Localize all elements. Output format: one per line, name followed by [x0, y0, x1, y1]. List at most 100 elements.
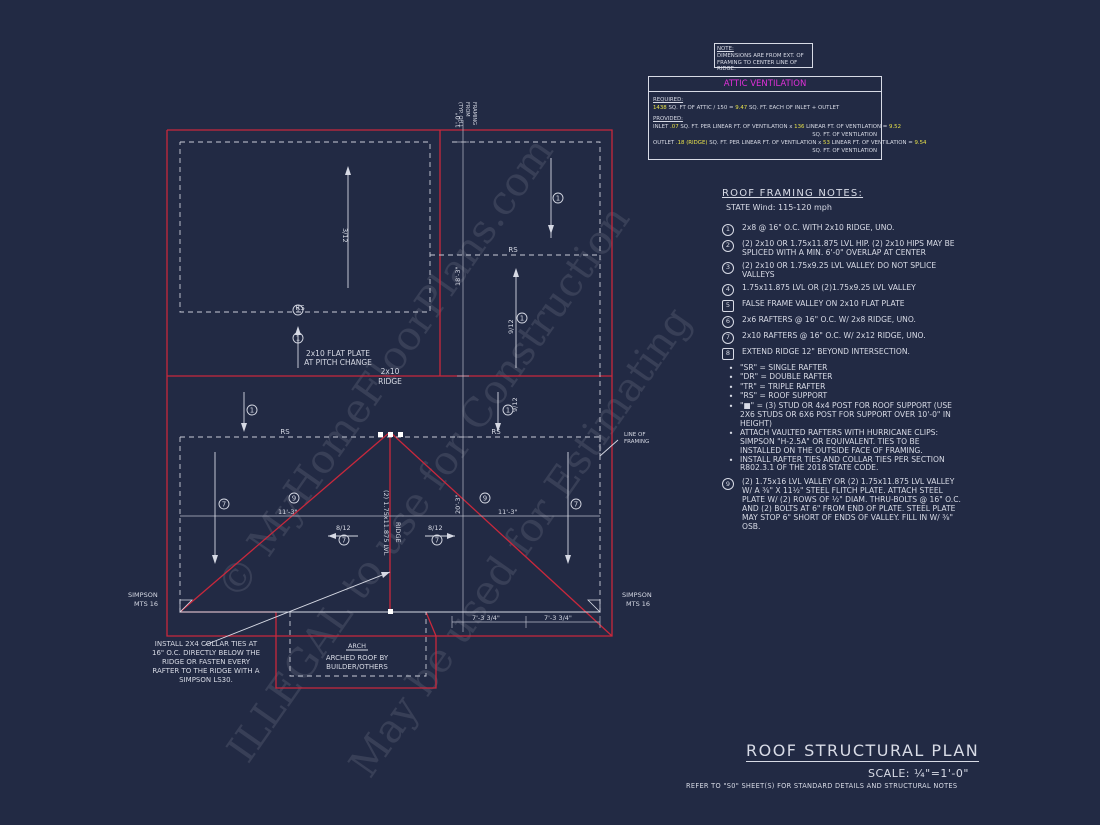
note-bullet: •"TR" = TRIPLE RAFTER [722, 381, 962, 392]
lvl-ridge-word: RIDGE [394, 522, 402, 543]
bullet-text: "SR" = SINGLE RAFTER [740, 363, 828, 373]
rs-label: RS [508, 246, 518, 254]
tag-7: 7 [435, 537, 439, 545]
note-number: 4 [722, 284, 734, 297]
note-number: 3 [722, 262, 734, 275]
note-text: FALSE FRAME VALLEY ON 2x10 FLAT PLATE [742, 299, 905, 309]
dim-20-3: 20'-3" [454, 494, 462, 514]
roof-framing-notes: ROOF FRAMING NOTES: STATE Wind: 115-120 … [722, 188, 962, 536]
required-label: REQUIRED: [653, 97, 684, 103]
provided-row: PROVIDED: [649, 115, 881, 123]
note-text: EXTEND RIDGE 12" BEYOND INTERSECTION. [742, 347, 910, 357]
roof-support-posts [378, 432, 403, 614]
bullet-text: "DR" = DOUBLE RAFTER [740, 372, 833, 382]
pitch-8-12-right: 8/12 [428, 524, 443, 532]
plan-labels: 2x10 FLAT PLATE AT PITCH CHANGE 2x10 RID… [128, 102, 652, 684]
drawing-scale: SCALE: ¼"=1'-0" [868, 767, 969, 780]
pitch-change-label: AT PITCH CHANGE [304, 358, 372, 367]
note-text: 1.75x11.875 LVL OR (2)1.75x9.25 LVL VALL… [742, 283, 916, 293]
notes-list: 1 2x8 @ 16" O.C. WITH 2x10 RIDGE, UNO. 2(2… [722, 223, 962, 361]
line-of-framing-leader [599, 439, 619, 457]
arch-label: ARCH [348, 642, 366, 650]
rs-label: RS [491, 428, 501, 436]
notes-bullets: • "SR" = SINGLE RAFTER • "DR" = DOUBLE RAFT… [722, 363, 962, 473]
outlet-unit: SQ. FT. OF VENTILATION [812, 148, 877, 154]
dim-1-0: 1'-0" [454, 113, 462, 128]
note-heading: NOTE: [717, 46, 734, 52]
bullet-text: "TR" = TRIPLE RAFTER [740, 381, 826, 391]
collar-line: SIMPSON LS30. [179, 676, 233, 684]
roof-outline [166, 129, 613, 689]
bullet-text: "RS" = ROOF SUPPORT [740, 391, 828, 401]
note-item: 2(2) 2x10 OR 1.75x11.875 LVL HIP. (2) 2x… [722, 239, 962, 258]
note-bullet: • "DR" = DOUBLE RAFTER [722, 372, 962, 383]
dim-7-3-left: 7'-3 3/4" [472, 614, 500, 622]
rs-label: RS [280, 428, 290, 436]
bullet-dot: • [728, 401, 734, 411]
attic-ventilation-table: ATTIC VENTILATION REQUIRED: 1438 SQ. FT … [648, 76, 926, 160]
line-of-framing-label: LINE OF [624, 432, 646, 438]
arched-roof-label: ARCHED ROOF BY [326, 654, 389, 662]
collar-tie-note: INSTALL 2X4 COLLAR TIES AT 16" O.C. DIRE… [152, 640, 260, 684]
tag-9: 9 [483, 495, 487, 503]
note-bullet: •ATTACH VAULTED RAFTERS WITH HURRICANE C… [722, 427, 962, 456]
flat-plate-label: 2x10 FLAT PLATE [306, 349, 370, 358]
line-of-framing-label-2: FRAMING [624, 439, 649, 445]
note-number: 6 [722, 316, 734, 329]
collar-line: RAFTER TO THE RIDGE WITH A [152, 667, 259, 675]
note-text: DIMENSIONS ARE FROM EXT. OF FRAMING TO C… [717, 52, 804, 73]
bullet-dot: • [728, 373, 734, 383]
outlet-linear: 53 [823, 140, 830, 146]
note-bullet: • "SR" = SINGLE RAFTER [722, 363, 962, 374]
mts-right-label: MTS 16 [626, 600, 650, 608]
bullet-text: ATTACH VAULTED RAFTERS WITH HURRICANE CL… [740, 427, 939, 455]
note-text: (2) 2x10 OR 1.75x11.875 LVL HIP. (2) 2x1… [742, 239, 955, 258]
tag-1: 1 [506, 407, 510, 415]
mts-left-label: MTS 16 [134, 600, 158, 608]
note-tags: 1 1 1 1 1 1 7 7 9 9 7 7 [218, 192, 582, 546]
bullet-dot: • [728, 392, 734, 402]
pitch-8-12-left: 8/12 [336, 524, 351, 532]
collar-line: 16" O.C. DIRECTLY BELOW THE [152, 649, 260, 657]
simpson-right-label: SIMPSON [622, 591, 652, 599]
required-row: REQUIRED: [649, 96, 881, 104]
note-item: 3 (2) 2x10 OR 1.75x9.25 LVL VALLEY. DO NO… [722, 261, 962, 280]
dimension-note-box: NOTE: DIMENSIONS ARE FROM EXT. OF FRAMIN… [714, 43, 813, 72]
note-text: 2x6 RAFTERS @ 16" O.C. W/ 2x8 RIDGE, UNO… [742, 315, 916, 325]
watermark: © MyHomeFloorPlans.com ILLEGAL to use fo… [209, 129, 701, 785]
inlet-total: 9.52 [889, 124, 902, 130]
inlet-label: INLET [653, 124, 669, 130]
inlet-linear: 136 [794, 124, 805, 130]
outlet-label: OUTLET [653, 140, 675, 146]
note-number: 8 [722, 348, 734, 361]
dim-18-3: 18'-3" [454, 266, 462, 286]
bullet-dot: • [728, 364, 734, 374]
rafter-arrows [204, 158, 571, 646]
bullet-dot: • [728, 455, 734, 465]
lvl-ridge-label: (2) 1.75x11.875 LVL [382, 490, 390, 556]
inlet-value: .07 [670, 124, 679, 130]
required-text-a: SQ. FT OF ATTIC / 150 = [668, 105, 734, 111]
ridge-label: RIDGE [378, 377, 402, 386]
note-text: (2) 2x10 OR 1.75x9.25 LVL VALLEY. DO NOT… [742, 261, 937, 280]
collar-line: INSTALL 2X4 COLLAR TIES AT [155, 640, 258, 648]
bullet-text: INSTALL RAFTER TIES AND COLLAR TIES PER … [740, 454, 945, 473]
wind-state: STATE Wind: 115-120 mph [726, 202, 832, 212]
outlet-row: OUTLET .18 (RIDGE) SQ. FT. PER LINEAR FT… [649, 139, 926, 147]
note-text: 2x8 @ 16" O.C. WITH 2x10 RIDGE, UNO. [742, 223, 895, 233]
arched-roof-label-2: BUILDER/OTHERS [326, 663, 388, 671]
note-number: 5 [722, 300, 734, 313]
outlet-text-2: LINEAR FT. OF VENTILATION = [831, 140, 913, 146]
dim-11-3-left: 11'-3" [278, 508, 298, 516]
bullet-text: "■" = (3) STUD OR 4x4 POST FOR ROOF SUPP… [740, 400, 952, 428]
required-sqft-value: 9.47 [735, 105, 748, 111]
attic-sqft-value: 1438 [653, 105, 667, 111]
note-number: 1 [722, 224, 734, 237]
dim-7-3-right: 7'-3 3/4" [544, 614, 572, 622]
tag-7: 7 [222, 501, 226, 509]
note-item: 4 1.75x11.875 LVL OR (2)1.75x9.25 LVL VAL… [722, 283, 962, 297]
attic-title: ATTIC VENTILATION [649, 77, 881, 92]
tag-9: 9 [292, 495, 296, 503]
